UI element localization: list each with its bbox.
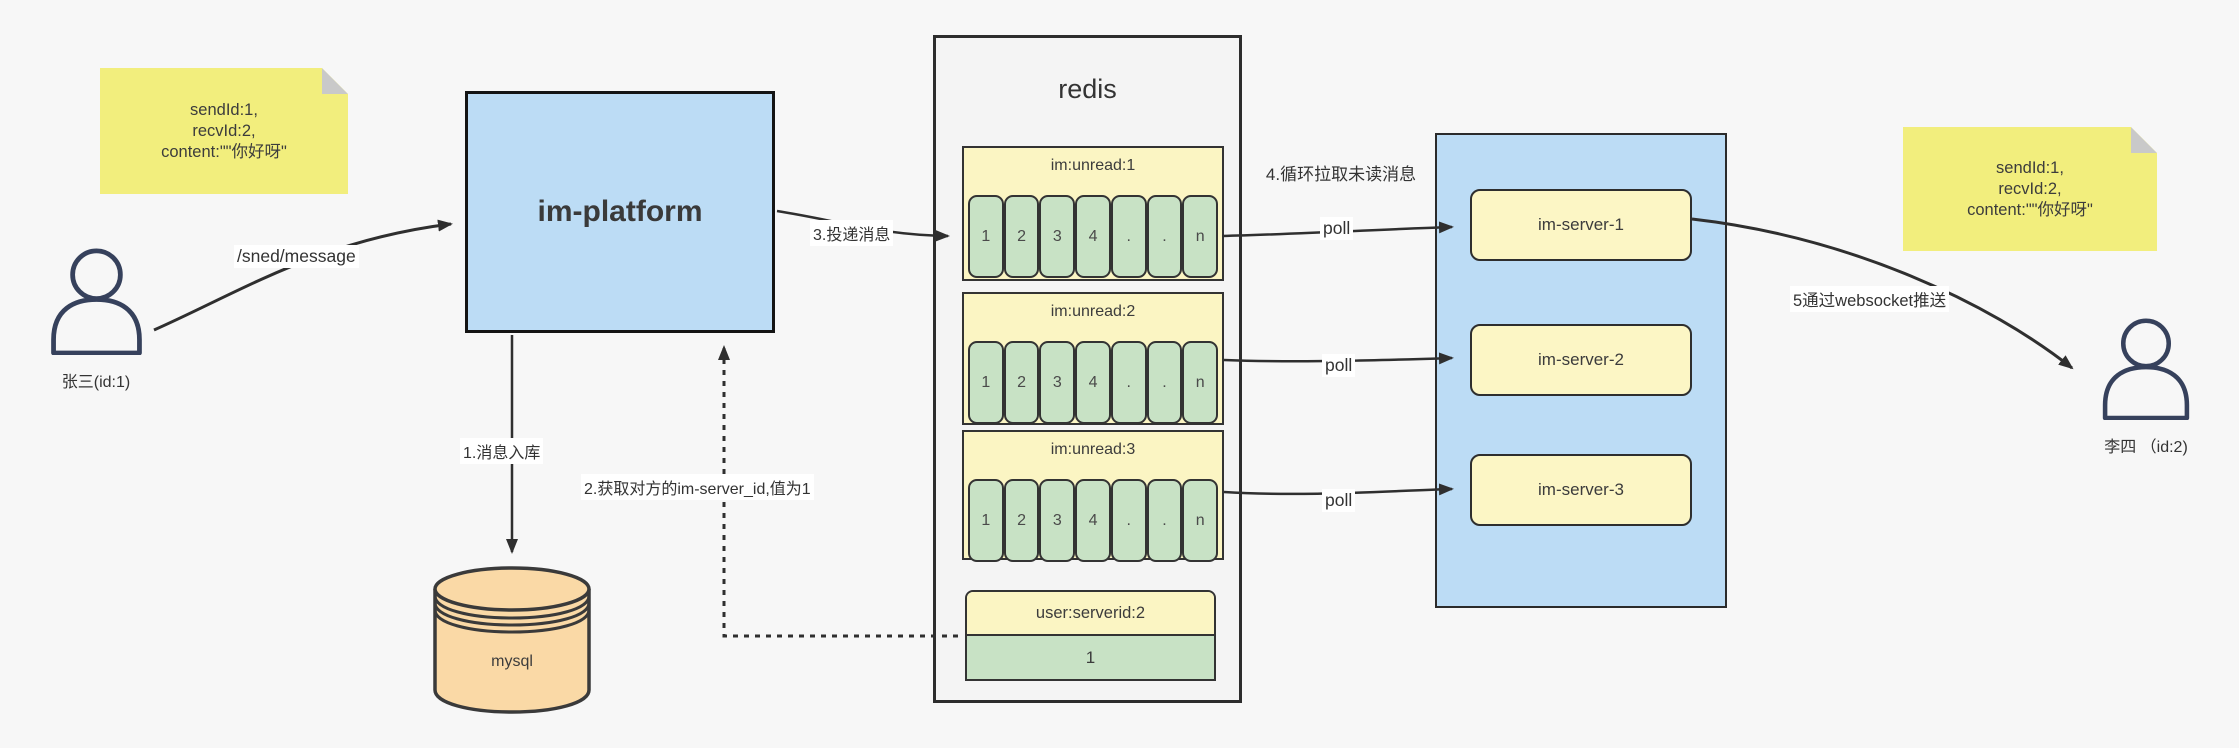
queue-cell: . xyxy=(1110,479,1147,562)
actor-sender: 张三(id:1) xyxy=(40,246,152,392)
kv-value: 1 xyxy=(967,636,1214,679)
im-server-cluster: im-server-1 im-server-2 im-server-3 xyxy=(1435,133,1727,608)
note-line: sendId:1, xyxy=(1996,158,2064,177)
queue-cell: . xyxy=(1110,195,1147,278)
queue-cell: 4 xyxy=(1075,195,1111,278)
redis-title: redis xyxy=(1058,74,1117,104)
im-server-3-box: im-server-3 xyxy=(1470,454,1692,526)
note-line: sendId:1, xyxy=(190,100,258,119)
queue-cells: 1 2 3 4 . . n xyxy=(968,341,1219,424)
edge-label-step4: 4.循环拉取未读消息 xyxy=(1265,165,1417,184)
queue-cell: 1 xyxy=(968,479,1004,562)
actor-receiver-label: 李四 （id:2) xyxy=(2104,439,2188,456)
note-line: content:""你好呀" xyxy=(1967,200,2093,219)
im-platform-box: im-platform xyxy=(465,91,775,333)
user-icon xyxy=(2102,318,2190,420)
user-icon xyxy=(50,248,142,355)
queue-cells: 1 2 3 4 . . n xyxy=(968,195,1219,278)
queue-cell: . xyxy=(1146,341,1183,424)
queue-cells: 1 2 3 4 . . n xyxy=(968,479,1219,562)
note-line: content:""你好呀" xyxy=(161,142,287,161)
database-cylinder-icon xyxy=(433,566,591,714)
queue-cell: n xyxy=(1182,479,1219,562)
queue-cell: . xyxy=(1146,195,1183,278)
queue-title: im:unread:2 xyxy=(1050,303,1136,320)
edge-label-poll-2: poll xyxy=(1322,354,1356,377)
mysql-label: mysql xyxy=(491,653,533,670)
edge-label-send-message: /sned/message xyxy=(234,245,359,268)
queue-cell: 4 xyxy=(1075,341,1111,424)
note-fold-corner xyxy=(322,68,348,94)
edge-label-step2: 2.获取对方的im-server_id,值为1 xyxy=(581,474,814,500)
queue-cell: . xyxy=(1146,479,1183,562)
actor-sender-label: 张三(id:1) xyxy=(61,374,131,391)
im-server-3-label: im-server-3 xyxy=(1538,480,1624,499)
queue-cell: 2 xyxy=(1003,479,1040,562)
queue-cell: n xyxy=(1182,195,1219,278)
note-line: recvId:2, xyxy=(1998,179,2062,198)
queue-cell: 4 xyxy=(1075,479,1111,562)
im-server-2-box: im-server-2 xyxy=(1470,324,1692,396)
edge-label-step5: 5通过websocket推送 xyxy=(1790,286,1950,312)
redis-user-serverid-map: user:serverid:2 1 xyxy=(965,590,1216,681)
queue-cell: 3 xyxy=(1039,479,1076,562)
queue-cell: 3 xyxy=(1039,195,1076,278)
edge-label-poll-3: poll xyxy=(1322,489,1356,512)
queue-title: im:unread:3 xyxy=(1050,441,1136,458)
queue-cell: 3 xyxy=(1039,341,1076,424)
sticky-note-sender: sendId:1, recvId:2, content:""你好呀" xyxy=(100,68,348,194)
redis-queue-unread-1: im:unread:1 1 2 3 4 . . n xyxy=(962,146,1224,281)
redis-queue-unread-2: im:unread:2 1 2 3 4 . . n xyxy=(962,292,1224,425)
edge-label-poll-1: poll xyxy=(1320,217,1354,240)
im-server-2-label: im-server-2 xyxy=(1538,350,1624,369)
im-platform-label: im-platform xyxy=(537,195,703,228)
edge-send-message xyxy=(153,219,453,332)
actor-receiver: 李四 （id:2) xyxy=(2090,316,2202,457)
mysql-database: mysql xyxy=(430,563,594,715)
im-server-1-box: im-server-1 xyxy=(1470,189,1692,261)
queue-cell: 2 xyxy=(1003,195,1040,278)
kv-title: user:serverid:2 xyxy=(967,592,1214,636)
edge-label-step1: 1.消息入库 xyxy=(460,438,544,464)
queue-cell: n xyxy=(1182,341,1219,424)
note-line: recvId:2, xyxy=(192,121,256,140)
queue-cell: . xyxy=(1110,341,1147,424)
note-fold-corner xyxy=(2131,127,2157,153)
edge-label-step3: 3.投递消息 xyxy=(810,220,894,246)
redis-container: redis im:unread:1 1 2 3 4 . . n im:unrea… xyxy=(933,35,1242,703)
queue-cell: 1 xyxy=(968,195,1004,278)
queue-cell: 1 xyxy=(968,341,1004,424)
im-server-1-label: im-server-1 xyxy=(1538,215,1624,234)
queue-title: im:unread:1 xyxy=(1050,157,1136,174)
sticky-note-receiver: sendId:1, recvId:2, content:""你好呀" xyxy=(1903,127,2157,251)
queue-cell: 2 xyxy=(1003,341,1040,424)
redis-queue-unread-3: im:unread:3 1 2 3 4 . . n xyxy=(962,430,1224,562)
